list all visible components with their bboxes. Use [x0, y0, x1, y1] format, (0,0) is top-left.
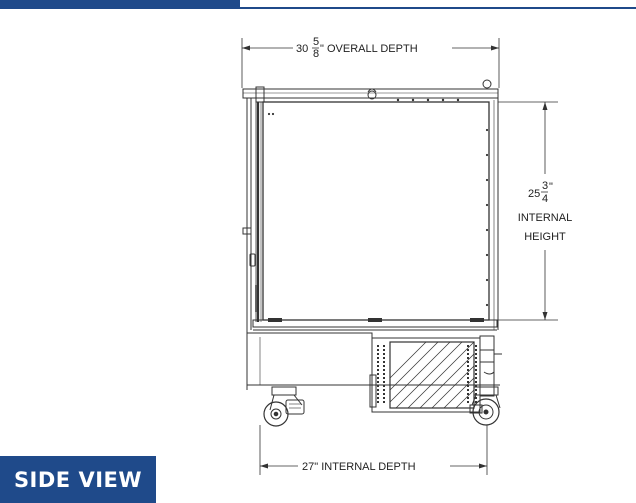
internal-height-whole: 25: [528, 188, 540, 200]
side-view-label: SIDE VIEW: [0, 456, 156, 503]
overall-depth-whole: 30: [296, 43, 308, 55]
internal-height-dimension: 25 3 4 " INTERNAL HEIGHT: [498, 101, 572, 321]
overall-depth-dimension: 30 5 8 " OVERALL DEPTH: [241, 36, 500, 88]
header-rule: [240, 7, 636, 9]
internal-height-numerator: 3: [542, 180, 548, 192]
overall-depth-suffix: " OVERALL DEPTH: [320, 43, 418, 55]
base-compartment: [246, 332, 502, 414]
internal-depth-label: 27" INTERNAL DEPTH: [302, 461, 416, 473]
left-caster: [263, 386, 305, 427]
internal-height-line1: INTERNAL: [518, 212, 572, 224]
right-caster: [471, 386, 501, 426]
internal-height-suffix: ": [549, 181, 553, 193]
cabinet-body: [242, 79, 499, 390]
overall-depth-numerator: 5: [313, 36, 319, 48]
overall-depth-denominator: 8: [313, 48, 319, 60]
internal-height-line2: HEIGHT: [524, 231, 566, 243]
header-accent-block: [0, 0, 240, 9]
internal-depth-dimension: 27" INTERNAL DEPTH: [259, 425, 488, 475]
internal-height-denominator: 4: [542, 193, 548, 205]
